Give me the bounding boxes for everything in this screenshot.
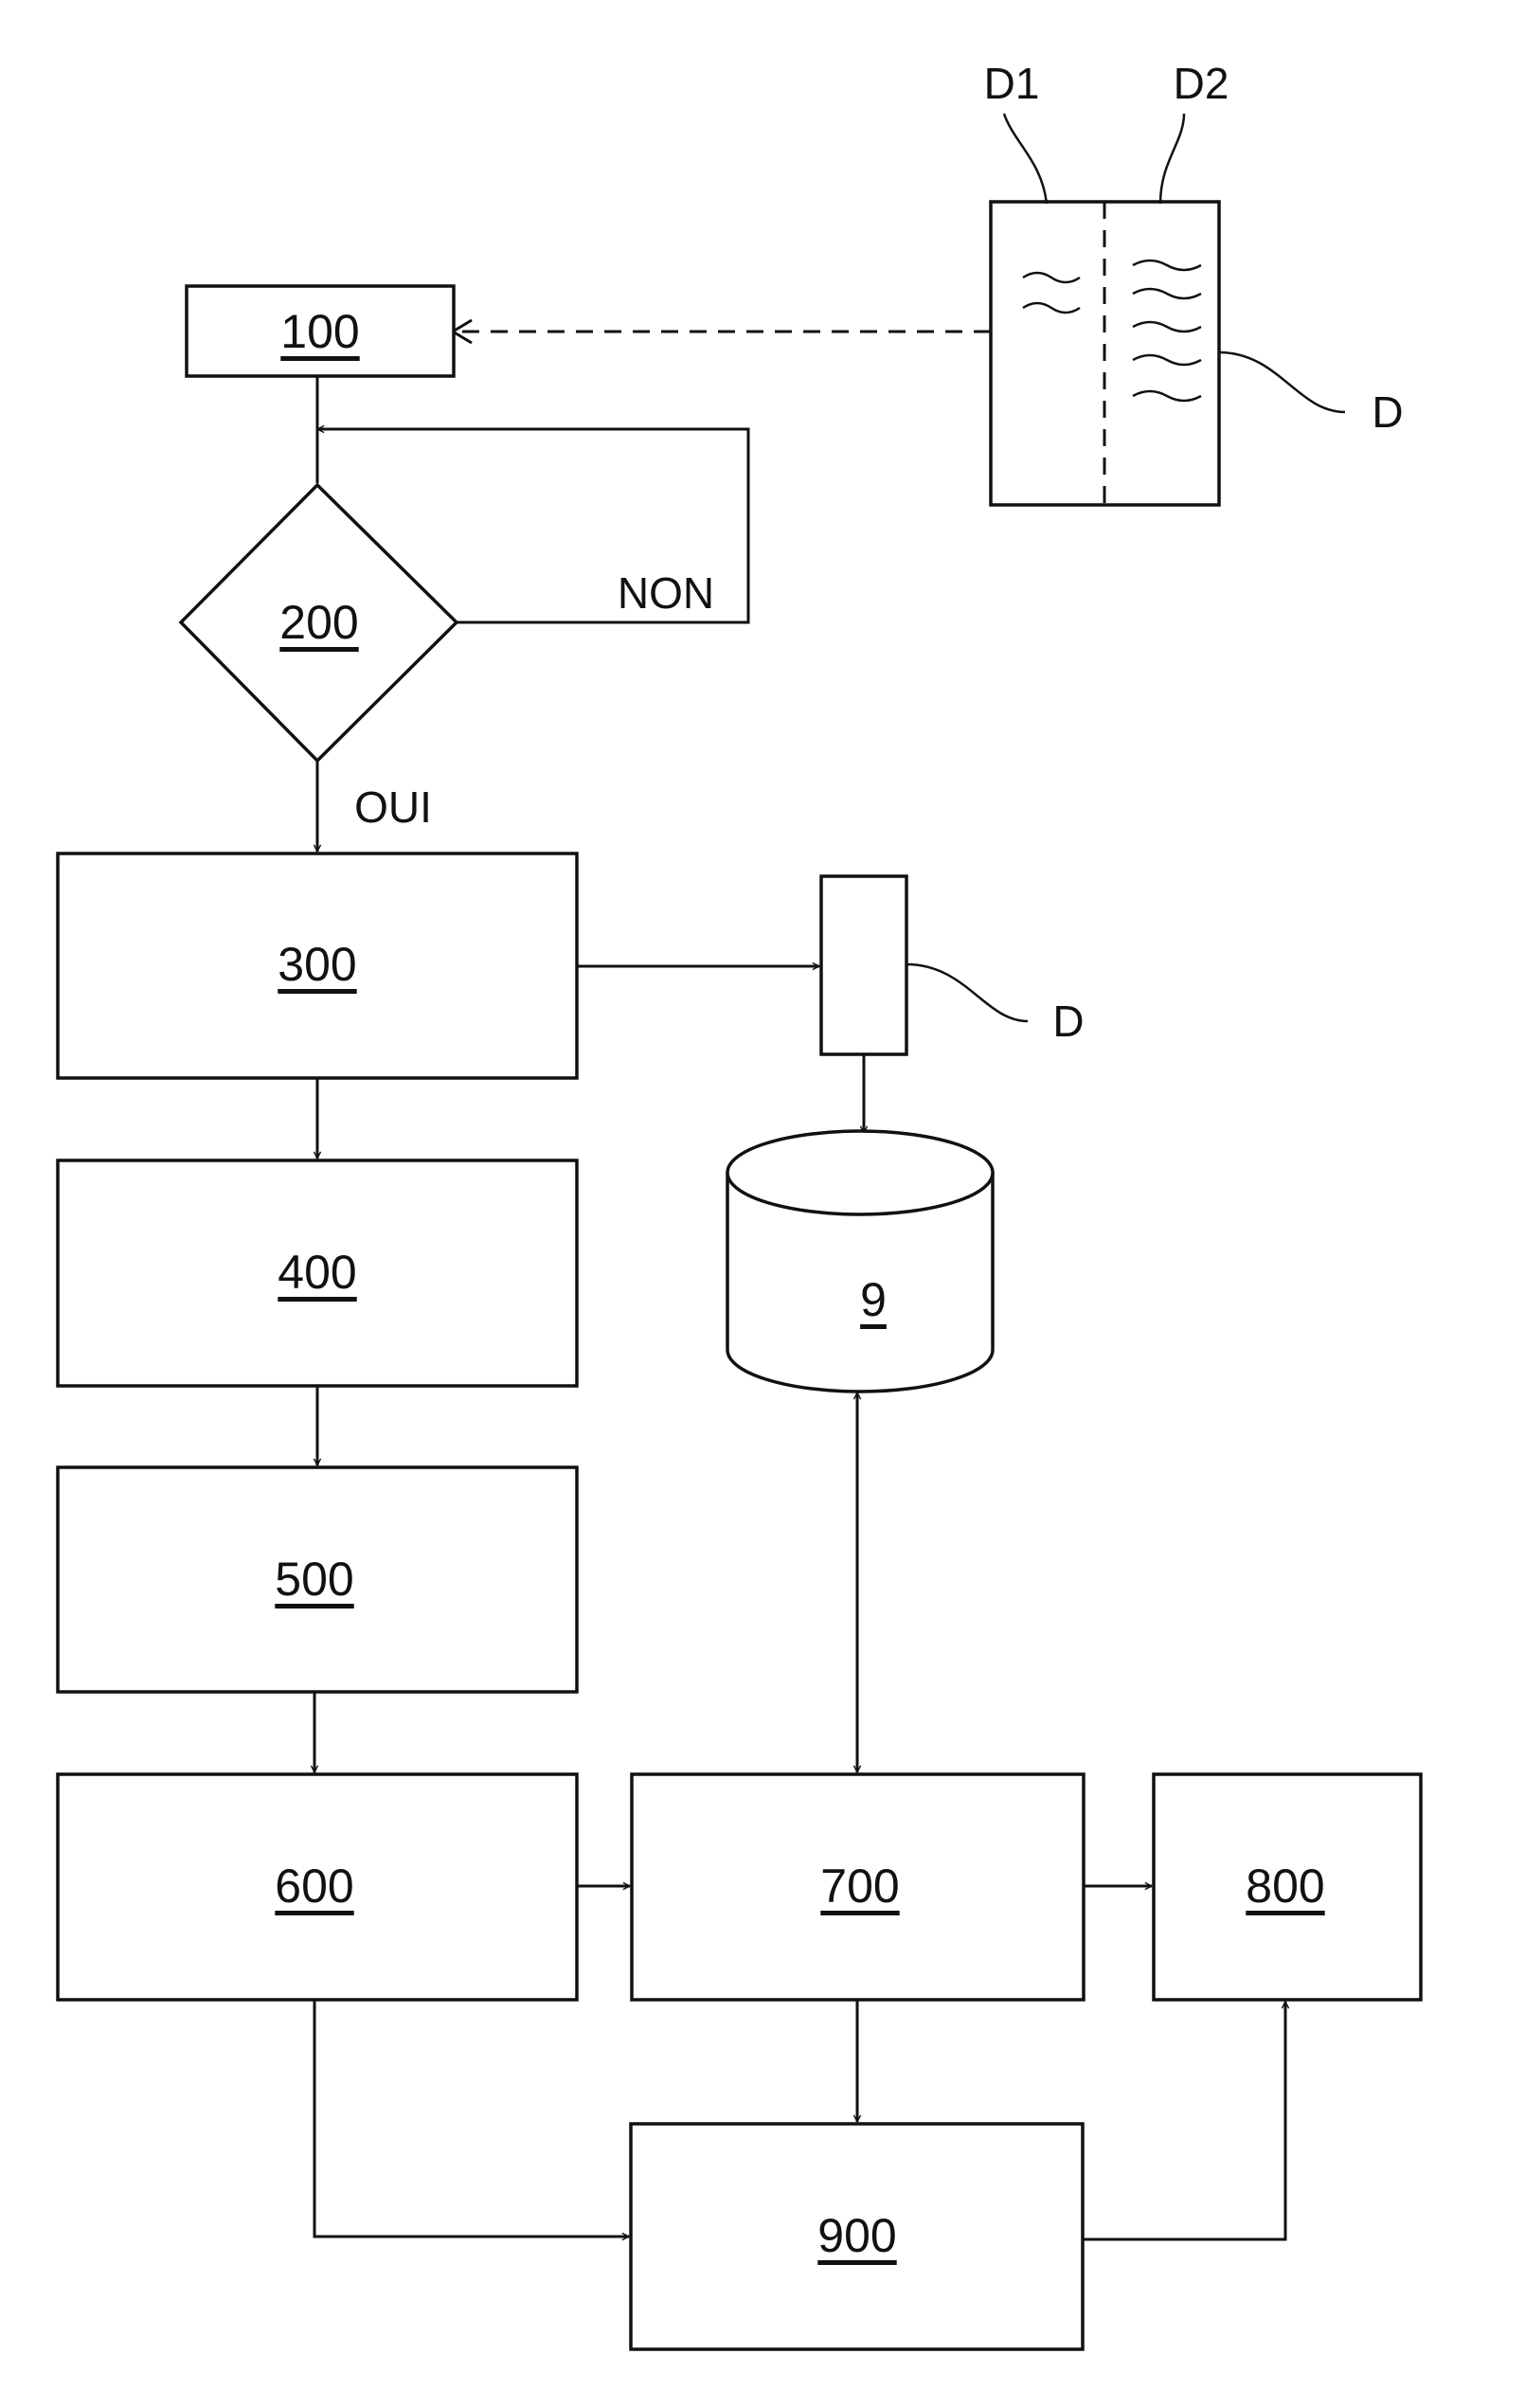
doc-d-leader-line [1219, 352, 1345, 412]
document-d-small: D [821, 876, 1085, 1054]
node-800-label: 800 [1246, 1860, 1324, 1913]
node-300-label: 300 [278, 938, 356, 991]
node-300: 300 [58, 854, 577, 1078]
node-200-label: 200 [279, 596, 358, 649]
document-d-small-box [821, 876, 906, 1054]
edge-600-to-900 [314, 2000, 629, 2237]
d1-label: D1 [984, 59, 1040, 108]
edge-label-non: NON [618, 568, 714, 618]
node-700-label: 700 [820, 1860, 899, 1913]
doc-d-small-leader-line [906, 964, 1028, 1021]
node-400-label: 400 [278, 1246, 356, 1299]
node-600-label: 600 [275, 1860, 353, 1913]
node-600: 600 [58, 1774, 577, 2000]
node-200: 200 [181, 485, 457, 761]
node-400: 400 [58, 1160, 577, 1386]
edge-label-oui: OUI [354, 782, 432, 832]
node-900: 900 [631, 2124, 1083, 2349]
node-500-label: 500 [275, 1553, 353, 1606]
database-9: 9 [727, 1131, 993, 1392]
document-d: D1 D2 D [984, 59, 1404, 505]
doc-d-label: D [1372, 387, 1403, 437]
node-500: 500 [58, 1467, 577, 1692]
d1-leader-line [1004, 114, 1047, 204]
database-9-top [727, 1131, 993, 1214]
node-900-label: 900 [817, 2209, 896, 2262]
d2-label: D2 [1174, 59, 1229, 108]
database-9-label: 9 [860, 1273, 887, 1326]
node-800: 800 [1154, 1774, 1421, 2000]
d2-leader-line [1160, 114, 1184, 204]
node-100-label: 100 [280, 305, 359, 358]
edge-900-to-800 [1083, 2002, 1285, 2239]
node-100: 100 [187, 286, 454, 376]
doc-d-small-label: D [1052, 997, 1084, 1046]
node-700: 700 [632, 1774, 1084, 2000]
